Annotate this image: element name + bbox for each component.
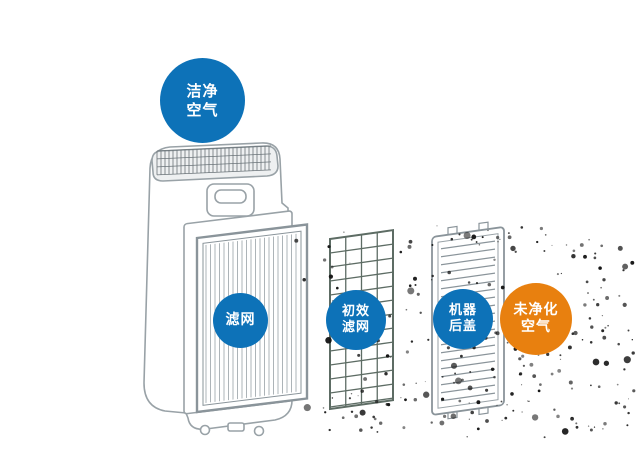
handle-slot (214, 189, 247, 204)
label-pre-filter: 初效 滤网 (326, 290, 386, 350)
label-unpurified-air-line2: 空气 (521, 319, 551, 335)
label-filter: 滤网 (213, 293, 268, 348)
label-pre-filter-line1: 初效 (341, 304, 370, 320)
label-unpurified-air-line1: 未净化 (513, 301, 559, 318)
label-filter-line1: 滤网 (225, 311, 256, 328)
label-pre-filter-line2: 滤网 (341, 320, 370, 335)
label-clean-air: 洁净 空气 (160, 58, 245, 143)
feet (199, 422, 265, 437)
label-back-cover-line1: 机器 (448, 303, 477, 319)
label-back-cover-line2: 后盖 (448, 319, 477, 334)
label-back-cover: 机器 后盖 (433, 289, 493, 349)
top-grille-outline (151, 145, 279, 182)
top-grille-hatch (156, 145, 271, 176)
label-clean-air-line1: 洁净 (186, 82, 219, 101)
label-unpurified-air: 未净化 空气 (500, 283, 572, 355)
label-clean-air-line2: 空气 (186, 100, 219, 119)
